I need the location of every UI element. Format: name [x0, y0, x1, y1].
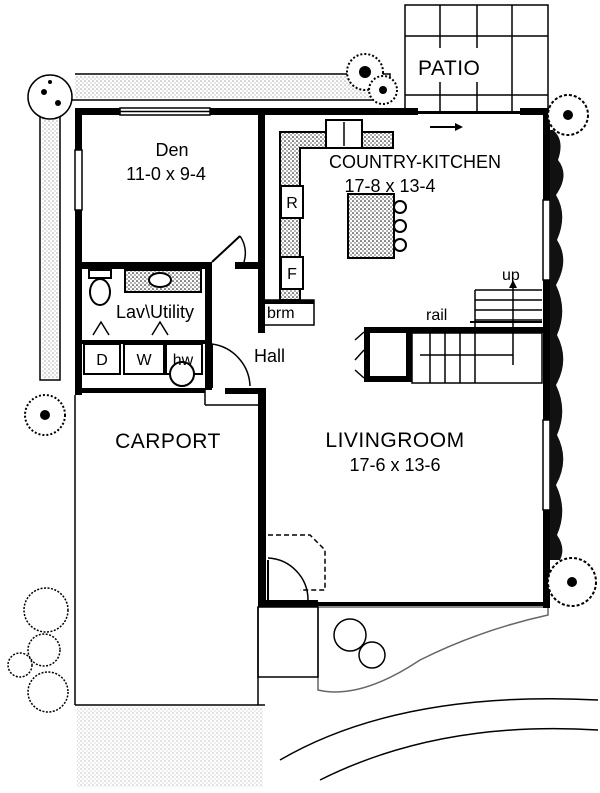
- star-shrubs: [24, 53, 597, 607]
- bush-clusters: [7, 587, 69, 713]
- hall-label: Hall: [254, 346, 285, 366]
- freezer-label: F: [287, 266, 297, 283]
- interior-walls: [77, 108, 544, 390]
- exterior-walls: [75, 108, 550, 608]
- carport: [74, 395, 265, 787]
- washer-label: W: [136, 352, 152, 369]
- water-heater-label: hw: [173, 352, 194, 369]
- garden-path: [27, 73, 391, 381]
- washer: [123, 343, 165, 375]
- patio-paving: [404, 4, 549, 114]
- stool: [393, 219, 407, 233]
- refrigerator: [280, 185, 304, 219]
- lav-fixtures: [88, 269, 202, 306]
- shelf-marks: [92, 320, 365, 379]
- lav-sink: [148, 272, 172, 288]
- kitchen-dims: 17-8 x 13-4: [344, 176, 435, 196]
- carport-label: CARPORT: [115, 430, 221, 453]
- dryer: [83, 343, 121, 375]
- round-shrub: [27, 74, 73, 120]
- stool: [393, 200, 407, 214]
- toilet-bowl: [89, 278, 111, 306]
- slider-door-arrow: [430, 123, 463, 131]
- hall-door: [204, 343, 258, 406]
- refrigerator-label: R: [286, 195, 298, 212]
- broom-closet-label: brm: [267, 305, 295, 322]
- livingroom-name: LIVINGROOM: [325, 429, 464, 452]
- den-dims: 11-0 x 9-4: [126, 164, 206, 184]
- stairs: [411, 280, 543, 384]
- planting-bed: [279, 606, 599, 781]
- stairs-up-label: up: [502, 267, 520, 284]
- kitchen-island: [347, 193, 407, 259]
- stool: [393, 238, 407, 252]
- hedge: [550, 130, 564, 560]
- lav-utility-label: Lav\Utility: [116, 302, 194, 322]
- toilet-tank: [88, 269, 112, 279]
- laundry: [83, 343, 203, 387]
- den-name: Den: [155, 140, 188, 160]
- patio-label: PATIO: [418, 57, 480, 80]
- stairs-rail-label: rail: [426, 307, 447, 324]
- freezer: [280, 256, 304, 290]
- kitchen-counters: [279, 119, 394, 301]
- windows: [74, 107, 551, 511]
- dryer-label: D: [96, 352, 108, 369]
- livingroom-dims: 17-6 x 13-6: [349, 455, 440, 475]
- den-door: [211, 235, 247, 263]
- kitchen-name: COUNTRY-KITCHEN: [329, 152, 501, 172]
